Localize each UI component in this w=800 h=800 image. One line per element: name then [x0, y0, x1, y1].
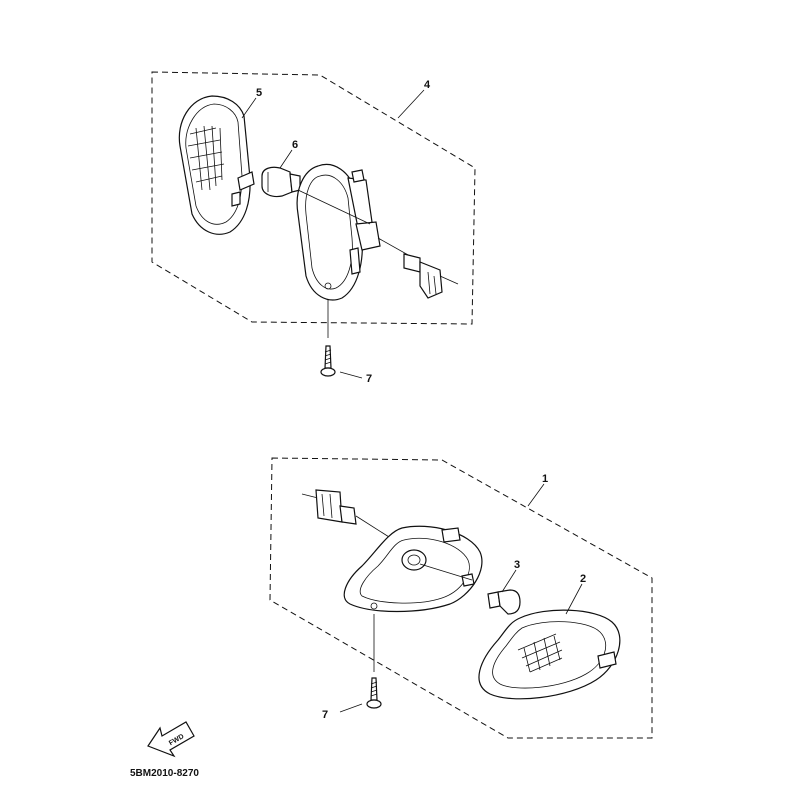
callout-7-lower: 7	[322, 709, 328, 721]
callout-4: 4	[424, 79, 431, 91]
screw-part-7-upper	[320, 300, 336, 377]
callout-2: 2	[580, 573, 586, 585]
diagram-code: 5BM2010-8270	[130, 768, 199, 779]
assembly-1-dashed-boundary	[269, 457, 653, 739]
lower-connector	[301, 489, 401, 545]
fwd-arrow-icon: FWD	[147, 721, 195, 758]
callout-6: 6	[292, 139, 298, 151]
lens-grid-pattern-lower	[517, 633, 563, 673]
lower-lamp-housing	[343, 525, 483, 613]
callout-1: 1	[542, 473, 548, 485]
lens-part-2	[478, 609, 621, 700]
callout-5: 5	[256, 87, 262, 99]
callout-3: 3	[514, 559, 520, 571]
bulb-part-6	[261, 166, 301, 198]
lower-assembly	[269, 457, 653, 739]
upper-assembly-centre-line	[297, 189, 371, 225]
screw-part-7-lower	[366, 614, 382, 709]
upper-lamp-housing	[296, 163, 459, 301]
bulb-part-3	[487, 589, 521, 615]
assembly-4-dashed-boundary	[151, 71, 476, 325]
callout-7-upper: 7	[366, 373, 372, 385]
leader-lines	[241, 89, 583, 713]
lens-part-5	[178, 95, 255, 235]
upper-assembly	[151, 71, 476, 325]
lens-grid-pattern	[187, 125, 225, 191]
